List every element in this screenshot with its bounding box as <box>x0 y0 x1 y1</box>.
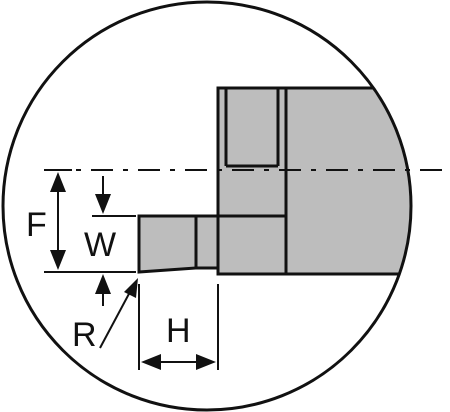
w-arrow-down <box>95 194 111 214</box>
dimension-h <box>141 354 216 370</box>
f-arrow-up <box>50 172 66 192</box>
dimension-r <box>99 278 138 349</box>
dimension-f <box>50 172 66 270</box>
neck <box>194 214 220 270</box>
label-h: H <box>166 312 191 350</box>
w-arrow-up <box>95 274 111 294</box>
r-arrow <box>124 278 138 298</box>
h-arrow-right <box>196 354 216 370</box>
f-arrow-down <box>50 250 66 270</box>
cutting-head <box>137 214 198 274</box>
detail-circle <box>1 0 413 412</box>
tool-body <box>137 86 411 276</box>
h-arrow-left <box>141 354 161 370</box>
label-w: W <box>84 226 116 264</box>
label-r: R <box>72 316 97 354</box>
extension-lines <box>44 169 219 370</box>
label-f: F <box>26 206 47 244</box>
dimension-w <box>95 176 111 306</box>
main-block <box>216 86 411 276</box>
